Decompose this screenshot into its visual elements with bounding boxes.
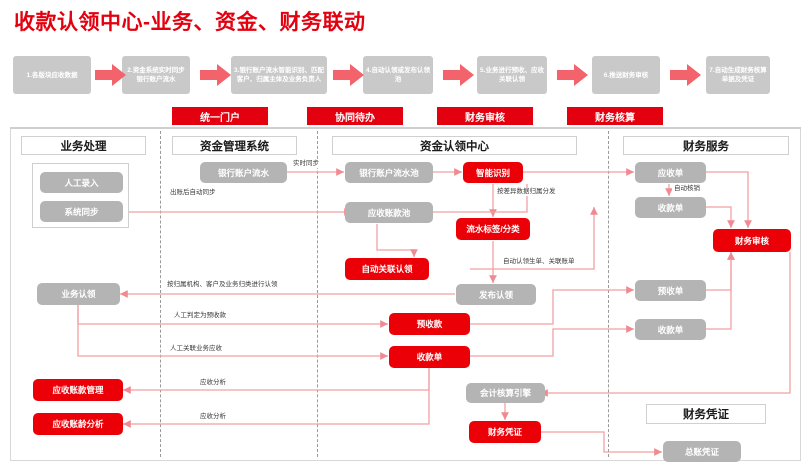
column-header-fund-system: 资金管理系统 [172, 136, 297, 155]
node-voucher[interactable]: 财务凭证 [469, 421, 541, 443]
step-arrow-2 [200, 64, 231, 86]
divider-2 [317, 131, 318, 457]
node-ar-bill[interactable]: 应收单 [635, 162, 706, 183]
edge-label-ar-analysis-1: 应收分析 [198, 379, 228, 387]
node-manual-entry[interactable]: 人工录入 [40, 172, 123, 193]
step-2: 2.资金系统实时同步银行账户流水 [122, 56, 190, 94]
step-1: 1.各版块应收数据 [13, 56, 91, 94]
edge-label-diff-dispatch: 按差异数据归属分发 [495, 188, 558, 196]
edge-label-auto-claim-bill: 自动认领生单、关联账单 [501, 258, 577, 266]
node-bank-flow[interactable]: 银行账户流水 [200, 162, 287, 183]
node-receipt-bill-2[interactable]: 收款单 [635, 319, 706, 340]
banner-fin-audit: 财务审核 [437, 107, 533, 125]
step-arrow-5 [557, 64, 588, 86]
column-header-claim-center: 资金认领中心 [332, 136, 577, 155]
banner-collab-todo: 协同待办 [307, 107, 403, 125]
step-arrow-6 [670, 64, 701, 86]
edge-label-claim-by-org: 按归属机构、客户及业务归类进行认领 [165, 281, 280, 289]
node-gl-voucher[interactable]: 总账凭证 [663, 441, 741, 462]
banner-fin-accounting: 财务核算 [567, 107, 663, 125]
column-header-fin-service: 财务服务 [623, 136, 789, 155]
edge-label-manual-prepay: 人工判定为预收款 [172, 312, 228, 320]
step-3: 3.银行账户流水智能识别、匹配客户、归属主体及业务负责人 [231, 56, 327, 94]
edge-label-realtime-sync: 实时同步 [291, 160, 321, 168]
step-4: 4.自动认领或发布认领池 [363, 56, 433, 94]
node-acct-engine[interactable]: 会计核算引擎 [466, 383, 545, 403]
node-flow-tag[interactable]: 流水标签/分类 [456, 218, 530, 240]
node-receipt-center[interactable]: 收款单 [389, 346, 470, 368]
edge-label-auto-sync-after: 出账后自动同步 [168, 189, 218, 197]
node-fin-audit[interactable]: 财务审核 [713, 229, 791, 252]
column-header-business: 业务处理 [21, 136, 146, 155]
divider-1 [160, 131, 161, 457]
node-prepay[interactable]: 预收款 [389, 313, 470, 335]
node-system-sync[interactable]: 系统同步 [40, 201, 123, 222]
step-5: 5.业务进行预收、应收关联认领 [477, 56, 547, 94]
step-7: 7.自动生成财务核算单据及凭证 [706, 56, 770, 94]
voucher-group-header: 财务凭证 [646, 404, 766, 424]
node-ar-pool[interactable]: 应收账款池 [345, 202, 433, 223]
node-business-claim[interactable]: 业务认领 [37, 283, 120, 305]
node-receipt-bill[interactable]: 收款单 [635, 197, 706, 218]
node-ar-aging[interactable]: 应收账龄分析 [33, 413, 123, 435]
banner-unified-portal: 统一门户 [172, 107, 268, 125]
edge-label-auto-writeoff: 自动核销 [672, 185, 702, 193]
edge-label-manual-link-ar: 人工关联业务应收 [168, 345, 224, 353]
divider-3 [608, 131, 609, 457]
node-publish-claim[interactable]: 发布认领 [456, 284, 536, 305]
node-prepay-bill[interactable]: 预收单 [635, 280, 706, 301]
node-auto-link-claim[interactable]: 自动关联认领 [345, 258, 429, 280]
top-rule [10, 127, 801, 129]
step-arrow-3 [333, 64, 364, 86]
step-6: 6.推送财务审核 [592, 56, 660, 94]
node-bank-flow-pool[interactable]: 银行账户流水池 [345, 162, 433, 183]
step-arrow-4 [443, 64, 474, 86]
node-smart-recognition[interactable]: 智能识别 [463, 162, 523, 183]
edge-label-ar-analysis-2: 应收分析 [198, 413, 228, 421]
page-title: 收款认领中心-业务、资金、财务联动 [14, 11, 366, 34]
node-ar-management[interactable]: 应收账款管理 [33, 379, 123, 401]
